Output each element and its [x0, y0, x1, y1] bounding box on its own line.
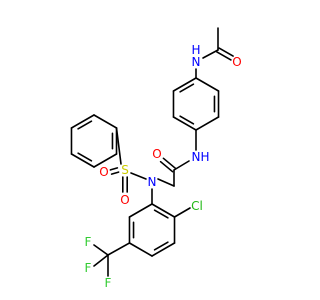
atom-label-s_sulfonyl: S	[121, 163, 129, 177]
ring-c-bond-2	[151, 242, 176, 257]
bond-ringc-ccf3	[107, 242, 131, 256]
atom-label-o_amide2: O	[152, 147, 161, 161]
atom-n_sulfonamide: N	[148, 175, 157, 189]
atom-label-n_amide1: N	[192, 55, 201, 69]
atom-label-o_acetyl: O	[232, 55, 241, 69]
ring-c-bond-3	[128, 242, 153, 257]
atom-o_acetyl: O	[232, 55, 241, 69]
atom-f1: F	[105, 276, 112, 290]
ring-b-bond-4	[70, 114, 95, 129]
ring-b-double-bond-4	[77, 120, 93, 130]
ring-c-double-bond-0	[153, 209, 169, 219]
atom-hydrogen-n_amide2: H	[200, 150, 209, 164]
atom-cl: Cl	[191, 199, 203, 213]
atom-label-f3: F	[85, 235, 92, 249]
bond-cacyl-o-a	[216, 51, 232, 61]
bond-layer	[70, 27, 234, 277]
bond-ringc-cl	[173, 207, 191, 218]
ring-b-bond-2	[70, 153, 95, 168]
ring-b-bond-1	[93, 153, 118, 168]
ring-a-bond-5	[172, 77, 197, 92]
atom-o_sulfonyl_1: O	[120, 193, 129, 207]
ring-a-double-bond-3	[179, 115, 195, 125]
bond-ccf3-f2	[93, 254, 109, 267]
atom-f2: F	[85, 261, 92, 275]
atom-label-o_sulfonyl_1: O	[120, 193, 129, 207]
ring-b-double-bond-2	[77, 152, 93, 162]
atom-label-f1: F	[105, 276, 112, 290]
ring-a-double-bond-5	[179, 83, 195, 93]
atom-o_amide2: O	[152, 147, 161, 161]
ring-a-bond-3	[172, 116, 197, 131]
bond-s-o2-b	[110, 171, 120, 175]
ring-c-bond-0	[151, 203, 176, 218]
atom-n_amide2: HN	[192, 150, 210, 164]
atom-label-f2: F	[85, 261, 92, 275]
ring-b-bond-5	[93, 114, 118, 129]
ring-a-bond-0	[195, 77, 220, 92]
bond-n2-ccarbonyl	[173, 160, 190, 171]
atom-f3: F	[85, 235, 92, 249]
atom-label-o_sulfonyl_2: O	[99, 165, 108, 179]
ring-c-bond-5	[128, 203, 153, 218]
bond-ccarbonyl-o-b	[159, 160, 174, 173]
ring-c-double-bond-2	[153, 241, 169, 251]
atom-label-n_amide2: N	[192, 150, 201, 164]
bond-ch2-n3	[157, 178, 175, 187]
atom-n_amide1: HN	[191, 43, 200, 69]
bond-s-o2-a	[109, 167, 119, 171]
atom-label-cl: Cl	[191, 199, 203, 213]
atom-s_sulfonyl: S	[121, 163, 129, 177]
atom-o_sulfonyl_2: O	[99, 165, 108, 179]
bond-n3-s	[130, 172, 147, 180]
atom-label-n_sulfonamide: N	[148, 175, 157, 189]
bond-s-ringb	[115, 127, 122, 165]
ring-a-bond-2	[195, 116, 220, 131]
bond-cacyl-o-b	[218, 47, 234, 57]
bond-ccarbonyl-o-a	[162, 157, 177, 170]
bond-n1-cacyl	[202, 49, 219, 59]
atom-hydrogen-n_amide1: H	[191, 43, 200, 57]
bond-ccf3-f3	[93, 244, 109, 256]
